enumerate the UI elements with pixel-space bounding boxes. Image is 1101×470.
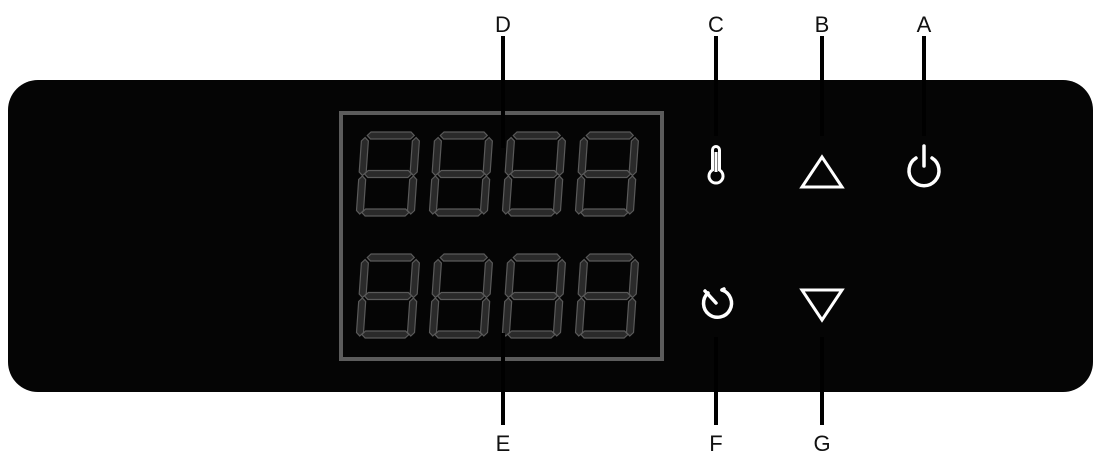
segment-bottom-left [574,297,586,337]
display-digit [428,253,493,339]
timer-icon[interactable] [701,287,734,320]
segment-bottom-right [406,297,418,337]
segment-top [585,131,635,140]
segment-middle [436,291,486,301]
segment-bottom [507,208,556,217]
segment-middle [582,291,632,301]
segment-bottom-right [479,297,491,337]
callout-label-c: C [708,12,724,37]
callout-label-g: G [813,431,831,456]
segment-bottom [361,330,410,339]
segment-middle [509,169,559,179]
segment-bottom-left [501,297,513,337]
display-digit [574,131,639,217]
segment-bottom [507,330,556,339]
callout-label-d: D [495,12,511,37]
display-digit [501,131,566,217]
display-digit [355,131,420,217]
segment-bottom-right [625,175,637,215]
callout-label-a: A [916,12,932,37]
thermometer-icon[interactable] [707,145,725,185]
display-digit [574,253,639,339]
power-icon[interactable] [907,144,941,188]
segment-bottom [434,330,483,339]
triangle-down-icon[interactable] [799,288,845,323]
callout-label-b: B [814,12,830,37]
segment-bottom [580,330,629,339]
segment-bottom [434,208,483,217]
display-digit [501,253,566,339]
segment-bottom-left [428,297,440,337]
segment-top [512,131,562,140]
segment-middle [363,291,413,301]
segment-bottom-left [355,297,367,337]
segment-top [439,253,489,262]
display-digit [428,131,493,217]
segment-bottom-left [355,175,367,215]
segment-bottom [361,208,410,217]
control-panel [8,80,1093,392]
display-digit [355,253,420,339]
segment-bottom-right [479,175,491,215]
triangle-up-icon[interactable] [799,154,845,189]
segment-top [439,131,489,140]
callout-label-e: E [495,431,511,456]
segment-bottom-right [552,297,564,337]
seven-segment-display [355,131,639,339]
segment-top [366,131,416,140]
segment-bottom [580,208,629,217]
segment-bottom-left [501,175,513,215]
segment-bottom-right [406,175,418,215]
segment-middle [436,169,486,179]
segment-top [366,253,416,262]
segment-middle [509,291,559,301]
segment-middle [582,169,632,179]
callout-label-f: F [709,431,723,456]
segment-top [512,253,562,262]
segment-bottom-right [625,297,637,337]
segment-bottom-right [552,175,564,215]
segment-middle [363,169,413,179]
callout-leaders [501,36,926,425]
segment-bottom-left [574,175,586,215]
segment-bottom-left [428,175,440,215]
segment-top [585,253,635,262]
